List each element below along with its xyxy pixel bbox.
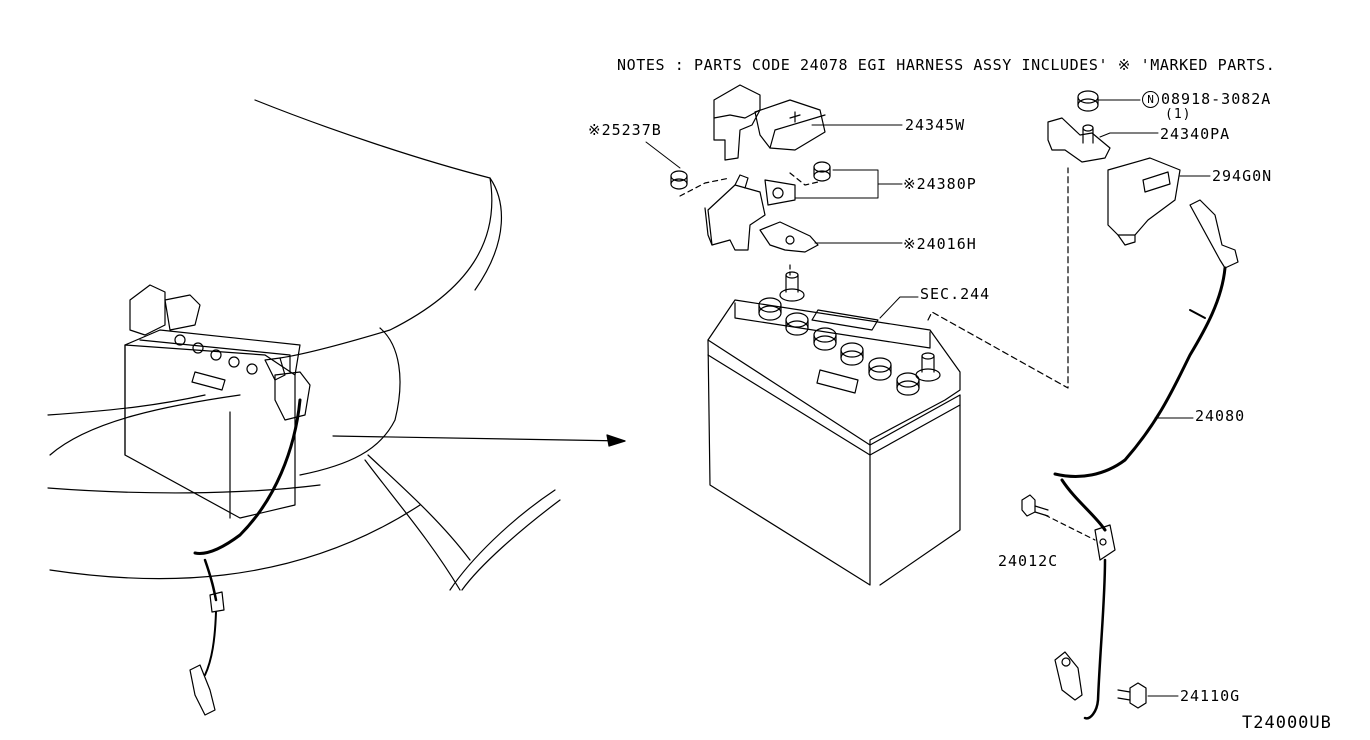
n-symbol-icon: N: [1142, 91, 1159, 108]
drawing-number: T24000UB: [1242, 713, 1332, 733]
part-label-24016h: ※24016H: [903, 235, 977, 253]
part-label-24080: 24080: [1195, 407, 1246, 425]
leader-lines: [645, 99, 1211, 697]
part-label-24340pa: 24340PA: [1160, 125, 1231, 143]
harness-bracket: [1047, 90, 1181, 246]
ground-cable: [1021, 199, 1239, 720]
notes-text: NOTES : PARTS CODE 24078 EGI HARNESS ASS…: [617, 56, 1276, 74]
battery: [707, 271, 961, 586]
part-label-sec244: SEC.244: [920, 285, 991, 303]
part-label-24380p: ※24380P: [903, 175, 977, 193]
part-label-24110g: 24110G: [1180, 687, 1241, 705]
part-label-24012c: 24012C: [998, 552, 1059, 570]
battery-overview: [124, 284, 311, 519]
part-number-08918: 08918-3082A: [1161, 90, 1272, 108]
part-label-25237b: ※25237B: [588, 121, 662, 139]
part-label-24345w: 24345W: [905, 116, 966, 134]
part-qty-08918: (1): [1165, 107, 1192, 122]
part-label-294g0n: 294G0N: [1212, 167, 1273, 185]
terminal-assembly: [670, 161, 831, 276]
engine-bay-overview: [47, 99, 626, 716]
terminal-cover: [713, 84, 826, 161]
